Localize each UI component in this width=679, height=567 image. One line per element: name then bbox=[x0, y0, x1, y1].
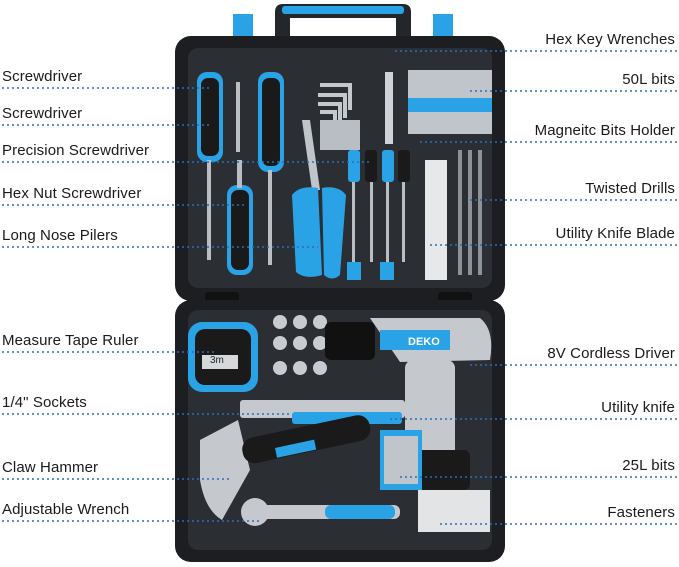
long-nose-pliers bbox=[292, 120, 346, 279]
precision-screwdrivers bbox=[347, 150, 410, 280]
label-adjustable-wrench: Adjustable Wrench bbox=[2, 501, 130, 518]
bits-25l bbox=[380, 430, 422, 490]
label-50l-bits: 50L bits bbox=[622, 71, 675, 88]
label-screwdriver-1: Screwdriver bbox=[2, 68, 83, 85]
label-claw-hammer: Claw Hammer bbox=[2, 459, 99, 476]
label-measure-tape: Measure Tape Ruler bbox=[2, 332, 139, 349]
tape-marking: 3m bbox=[210, 355, 224, 366]
twisted-drills bbox=[458, 150, 482, 275]
adjustable-wrench bbox=[241, 498, 400, 526]
measure-tape bbox=[188, 322, 258, 392]
sockets-quarter-inch bbox=[273, 315, 327, 375]
label-hex-key-wrenches: Hex Key Wrenches bbox=[545, 31, 675, 48]
label-screwdriver-2: Screwdriver bbox=[2, 105, 83, 122]
utility-knife-blade bbox=[425, 160, 447, 280]
label-fasteners: Fasteners bbox=[607, 504, 675, 521]
label-25l-bits: 25L bits bbox=[622, 457, 675, 474]
bits-50l bbox=[408, 70, 492, 134]
label-twisted-drills: Twisted Drills bbox=[585, 180, 675, 197]
hex-key-set bbox=[318, 72, 393, 150]
label-long-nose-pliers: Long Nose Pilers bbox=[2, 227, 118, 244]
fasteners-box bbox=[418, 490, 490, 532]
label-precision-screwdriver: Precision Screwdriver bbox=[2, 142, 150, 159]
claw-hammer bbox=[200, 415, 371, 520]
driver-brand-logo: DEKO bbox=[408, 336, 440, 348]
label-sockets: 1/4" Sockets bbox=[2, 394, 87, 411]
label-utility-knife-blade: Utility Knife Blade bbox=[555, 225, 675, 242]
screwdrivers-group bbox=[197, 72, 284, 275]
label-utility-knife: Utility knife bbox=[601, 399, 675, 416]
label-magnetic-bits-holder: Magneitc Bits Holder bbox=[534, 122, 675, 139]
label-cordless-driver: 8V Cordless Driver bbox=[547, 345, 675, 362]
cordless-driver bbox=[325, 318, 492, 490]
label-hex-nut-screwdriver: Hex Nut Screwdriver bbox=[2, 185, 142, 202]
